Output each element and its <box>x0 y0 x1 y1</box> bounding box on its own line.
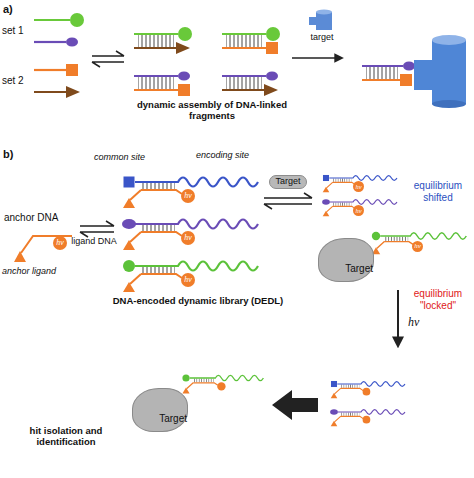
label-box: dynamic assembly of DNA-linked fragments <box>124 100 300 122</box>
label-text: dynamic assembly of DNA-linked fragments <box>137 99 287 121</box>
label-text: a) <box>3 3 13 15</box>
label-box: anchor ligand <box>2 266 82 276</box>
target-pill: Target <box>269 175 307 189</box>
label-text: set 1 <box>2 25 24 36</box>
label-text: b) <box>3 148 13 160</box>
label-text: set 2 <box>2 75 24 86</box>
label-text: ligand DNA <box>71 236 117 246</box>
label-text: anchor ligand <box>2 266 56 276</box>
label-box: set 2 <box>2 75 34 87</box>
label-text: equilibrium "locked" <box>414 288 462 311</box>
photon-circle: hν <box>353 205 364 216</box>
photon-circle: hν <box>181 273 195 287</box>
target-label: Target <box>159 413 187 424</box>
label-text: hit isolation and identification <box>30 425 103 447</box>
label-box: target <box>300 32 344 42</box>
photon-label: hν <box>184 192 192 201</box>
label-text: common site <box>94 152 145 162</box>
target-protein: Target <box>318 238 374 282</box>
label-text: target <box>310 32 333 42</box>
photon-circle: hν <box>53 236 67 250</box>
photon-label: hν <box>184 234 192 243</box>
label-text: equilibrium shifted <box>414 180 462 203</box>
label-text: hν <box>408 315 419 329</box>
label-text: encoding site <box>196 150 249 160</box>
photon-circle: hν <box>353 181 364 192</box>
label-box: encoding site <box>196 150 270 160</box>
label-box: DNA-encoded dynamic library (DEDL) <box>88 296 308 307</box>
label-box: anchor DNA <box>4 212 78 224</box>
target-label: Target <box>275 177 300 187</box>
photon-label: hν <box>355 183 361 190</box>
label-text: DNA-encoded dynamic library (DEDL) <box>113 295 284 306</box>
photon-label: hν <box>414 243 421 251</box>
label-box: a) <box>3 3 27 16</box>
target-label: Target <box>345 263 373 274</box>
photon-label: hν <box>355 207 361 214</box>
photon-circle: hν <box>181 231 195 245</box>
label-box: ligand DNA <box>66 236 122 246</box>
photon-circle: hν <box>181 189 195 203</box>
label-text: anchor DNA <box>4 212 58 223</box>
target-protein: Target <box>132 388 188 432</box>
label-box: common site <box>94 152 164 162</box>
label-box: hit isolation and identification <box>2 426 130 448</box>
photon-circle: hν <box>412 241 423 252</box>
label-box: b) <box>3 148 27 161</box>
label-box: hν <box>408 316 438 330</box>
photon-label: hν <box>56 239 64 248</box>
photon-label: hν <box>184 276 192 285</box>
label-box: set 1 <box>2 25 34 37</box>
label-box: equilibrium shifted <box>404 180 472 203</box>
label-box: equilibrium "locked" <box>404 288 472 311</box>
